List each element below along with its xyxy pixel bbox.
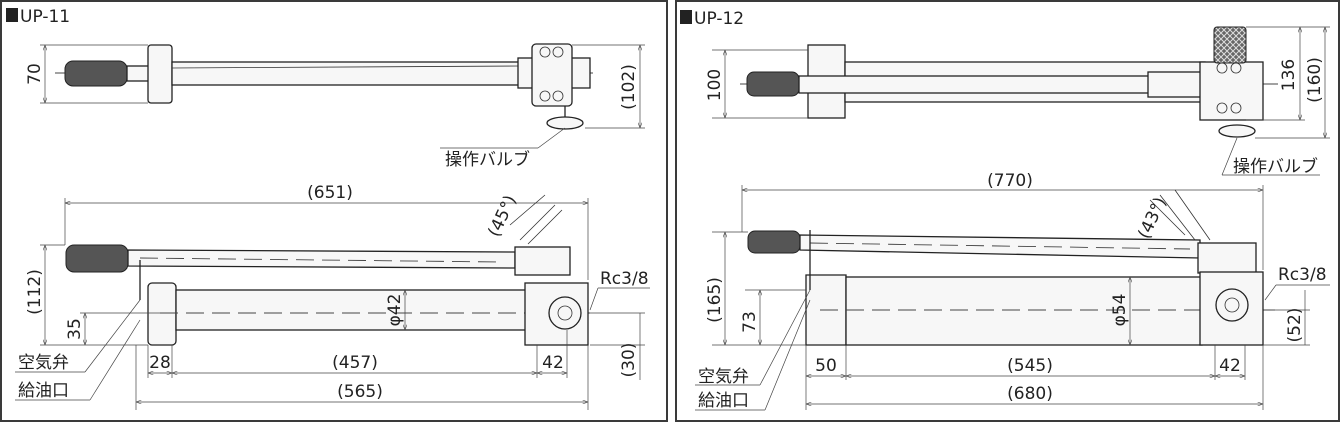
valve-label: 操作バルブ — [1233, 156, 1318, 177]
dim-base-len: (680) — [1007, 384, 1053, 404]
dim-mid-len: (545) — [1007, 356, 1053, 376]
panel-title: UP-12 — [694, 9, 744, 29]
dim-left-len: 50 — [815, 356, 837, 376]
dim-center-height: 73 — [740, 311, 760, 333]
dim-mid-len: (457) — [332, 353, 378, 373]
dim-right-len: 42 — [542, 353, 564, 373]
handle-bar — [127, 249, 516, 269]
handle-socket — [514, 246, 571, 276]
dim-left-len: 28 — [149, 353, 171, 373]
dim-top-overall-height: (102) — [619, 64, 639, 110]
top-view: 100 136 (160) 操作バルブ — [705, 26, 1330, 177]
cylinder — [175, 289, 527, 331]
dim-offset: (30) — [619, 343, 639, 378]
dim-top-overall-height: (160) — [1305, 57, 1325, 103]
dim-right-len: 42 — [1219, 356, 1241, 376]
side-view: (651) (45°) φ42 Rc3/8 (112) 35 — [15, 183, 650, 410]
air-valve-label: 空気弁 — [698, 367, 749, 387]
handle-grip — [747, 230, 801, 254]
title-square-icon — [680, 10, 692, 24]
handle-socket — [1197, 242, 1257, 274]
cylinder — [845, 276, 1203, 346]
dim-cylinder-diameter: φ54 — [1110, 294, 1130, 327]
reservoir-plate — [147, 44, 173, 104]
oil-port-label: 給油口 — [18, 381, 69, 401]
valve-knob — [546, 116, 584, 130]
handle-grip — [64, 60, 128, 87]
handle-grip — [65, 244, 129, 273]
dim-top-inner-height: 136 — [1279, 59, 1299, 91]
dim-top-height: 70 — [25, 63, 45, 85]
dim-offset: (52) — [1285, 308, 1305, 343]
panel-up-12: UP-12 100 136 (160) 操作バルブ — [675, 0, 1340, 422]
title-square-icon — [6, 8, 18, 22]
air-valve-label: 空気弁 — [18, 353, 69, 373]
reservoir-base — [147, 282, 177, 346]
panel-up-11: UP-11 70 (102) 操作バルブ — [0, 0, 668, 422]
dim-height: (112) — [25, 269, 45, 315]
panel-title: UP-11 — [20, 7, 70, 27]
dim-height: (165) — [705, 277, 725, 323]
dim-cylinder-diameter: φ42 — [385, 294, 405, 327]
handle-grip — [746, 71, 800, 97]
port-label: Rc3/8 — [1278, 265, 1327, 285]
port-label: Rc3/8 — [600, 269, 649, 289]
side-view: (770) (43°) φ54 Rc3/8 (165) 73 — [695, 171, 1330, 411]
cylinder-tube — [171, 61, 523, 86]
dim-overall-length: (770) — [987, 171, 1033, 191]
dim-center-height: 35 — [65, 318, 85, 340]
dim-overall-length: (651) — [307, 183, 353, 203]
oil-port-label: 給油口 — [698, 391, 749, 411]
knurled-knob — [1213, 26, 1247, 64]
top-view: 70 (102) 操作バルブ — [25, 43, 645, 170]
dim-base-len: (565) — [337, 382, 383, 402]
dim-top-height: 100 — [705, 69, 725, 101]
valve-knob — [1218, 124, 1256, 138]
valve-label: 操作バルブ — [445, 149, 530, 170]
